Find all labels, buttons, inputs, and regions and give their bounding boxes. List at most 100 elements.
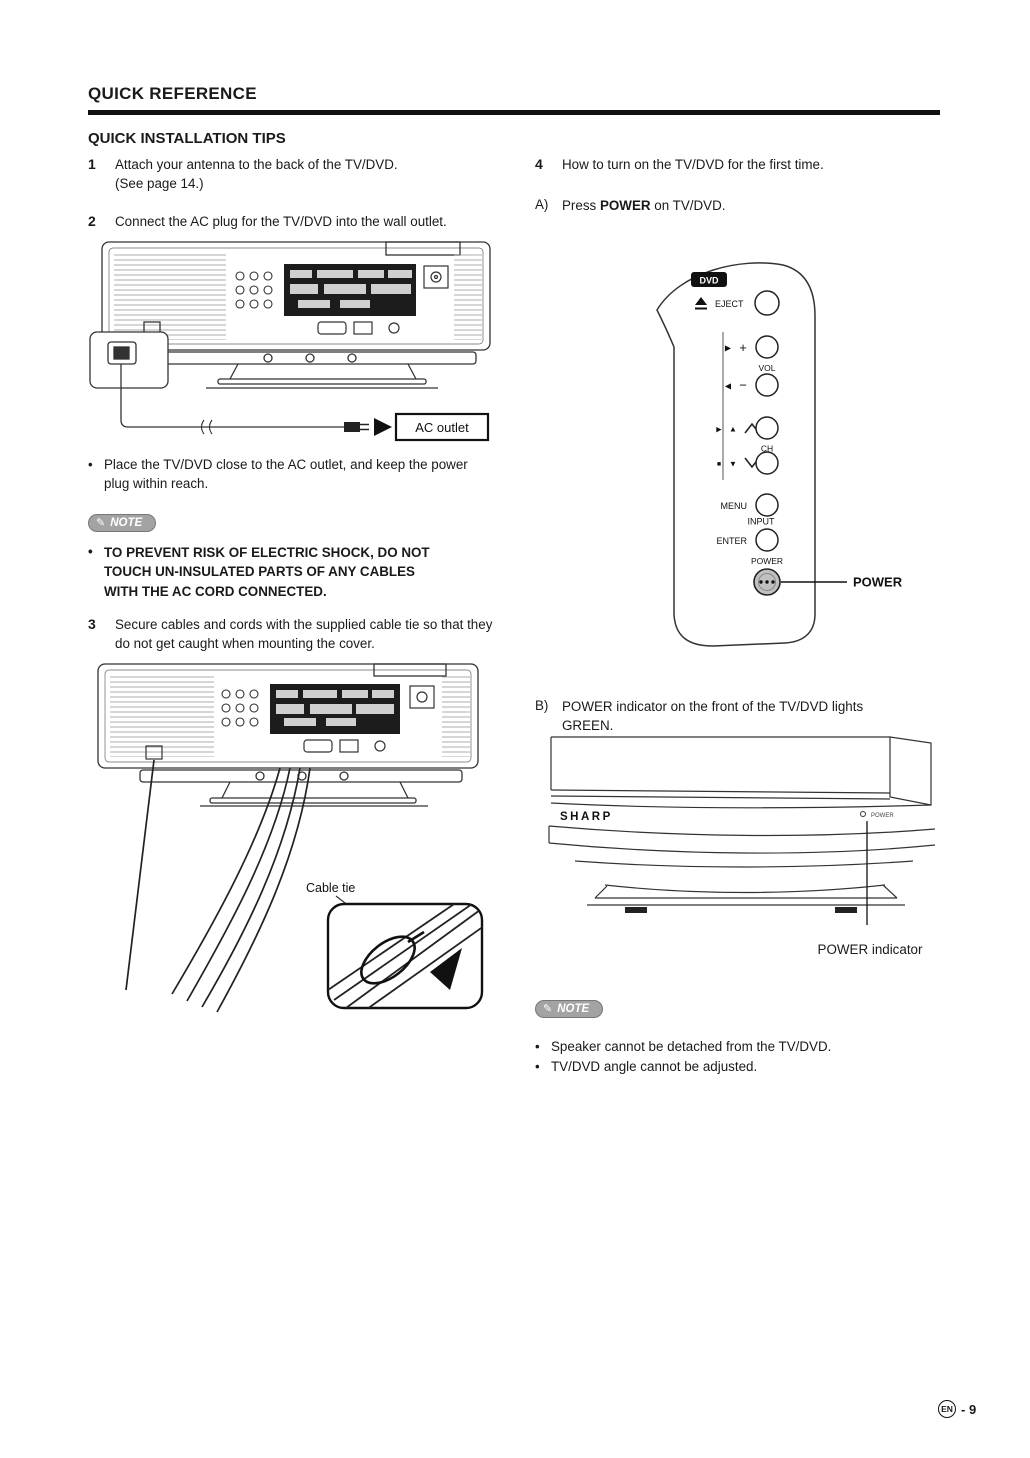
- step-a: A) Press POWER on TV/DVD.: [535, 197, 945, 216]
- cable-tie-loop: [360, 935, 416, 985]
- channel-up-button: [755, 416, 779, 440]
- step-1-number: 1: [88, 156, 96, 172]
- tv-stand: [145, 351, 477, 389]
- channel-down-button: [755, 451, 779, 475]
- step-1-text-2: (See page 14.): [115, 175, 204, 191]
- page-number: - 9: [961, 1401, 977, 1417]
- input-label: INPUT: [748, 517, 776, 527]
- step-a-label: A): [535, 197, 549, 212]
- menu-button: [755, 493, 779, 517]
- step-a-pre: Press: [562, 198, 600, 213]
- step-2-number: 2: [88, 213, 96, 229]
- ac-outlet-label-text: AC outlet: [415, 420, 469, 435]
- place-tv-note: Place the TV/DVD close to the AC outlet,…: [88, 456, 468, 493]
- place-tv-note-text: Place the TV/DVD close to the AC outlet,…: [104, 457, 468, 491]
- note-badge-label: NOTE: [110, 516, 143, 529]
- dvd-badge-text: DVD: [699, 276, 719, 286]
- step-b-label: B): [535, 698, 549, 713]
- bullet-dot: [88, 543, 104, 562]
- bullet-dot: [535, 1058, 551, 1077]
- down-icon: ▼: [729, 460, 737, 469]
- tv-base: [587, 884, 905, 913]
- power-label: POWER: [751, 556, 783, 566]
- note-bullet-speaker: Speaker cannot be detached from the TV/D…: [535, 1038, 955, 1057]
- vent-grille-right: [442, 673, 470, 757]
- sharp-logo: SHARP: [560, 811, 613, 823]
- title-rule: [88, 110, 940, 115]
- step-a-post: on TV/DVD.: [650, 198, 726, 213]
- bullet-dot: [535, 1038, 551, 1057]
- side-control-panel-illustration: DVD EJECT ▶ + VOL ◀ − ▶ ▲ CH ■ ▼: [656, 262, 903, 647]
- note-bullet-angle: TV/DVD angle cannot be adjusted.: [535, 1058, 955, 1077]
- cable-tie-label: Cable tie: [306, 881, 355, 895]
- ch-label: CH: [761, 444, 773, 454]
- bullet-dot: [88, 456, 104, 475]
- menu-enter-controls: MENU INPUT ENTER: [716, 493, 779, 552]
- eject-control: EJECT: [695, 290, 780, 316]
- warning-text: TO PREVENT RISK OF ELECTRIC SHOCK, DO NO…: [104, 545, 430, 599]
- menu-label: MENU: [721, 501, 748, 511]
- section-heading: QUICK INSTALLATION TIPS: [88, 130, 286, 147]
- step-1: 1 Attach your antenna to the back of the…: [88, 156, 508, 193]
- dvd-badge: DVD: [691, 272, 727, 287]
- volume-down-button: [755, 373, 779, 397]
- minus-icon: −: [739, 378, 747, 393]
- tv-front-illustration: SHARP POWER: [548, 736, 936, 925]
- step-b: B) POWER indicator on the front of the T…: [535, 698, 945, 735]
- volume-controls: ▶ + VOL ◀ −: [725, 335, 779, 397]
- volume-up-button: [755, 335, 779, 359]
- tv-cabinet-outline: [101, 241, 491, 351]
- arrow-icon: [374, 418, 392, 436]
- step-a-text: Press POWER on TV/DVD.: [562, 197, 725, 216]
- language-badge: EN: [938, 1400, 956, 1418]
- vent-grille-right: [454, 252, 482, 340]
- arrow-icon: [430, 948, 462, 990]
- ac-inlet: [145, 745, 163, 760]
- panel-outline: [656, 262, 816, 647]
- step-a-power: POWER: [599, 198, 651, 213]
- step-3-number: 3: [88, 616, 96, 632]
- step-3: 3 Secure cables and cords with the suppl…: [88, 616, 508, 653]
- electric-shock-warning: TO PREVENT RISK OF ELECTRIC SHOCK, DO NO…: [88, 543, 434, 601]
- page-title: QUICK REFERENCE: [88, 84, 257, 103]
- step-2: 2 Connect the AC plug for the TV/DVD int…: [88, 213, 518, 232]
- note-bullet-text: TV/DVD angle cannot be adjusted.: [551, 1059, 758, 1074]
- eject-icon: [695, 297, 707, 305]
- note-badge: ✎ NOTE: [535, 1000, 604, 1018]
- channel-controls: ▶ ▲ CH ■ ▼: [716, 416, 779, 475]
- reverse-icon: ◀: [725, 382, 732, 391]
- vol-label: VOL: [758, 363, 775, 373]
- tv-stand: [139, 769, 463, 807]
- ac-inlet-detail: [89, 321, 344, 435]
- step-1-text: Attach your antenna to the back of the T…: [115, 157, 398, 172]
- power-control: POWER POWER: [751, 556, 903, 596]
- note-icon: ✎: [543, 1003, 553, 1015]
- step-b-text: POWER indicator on the front of the TV/D…: [562, 699, 864, 733]
- eject-button: [754, 290, 780, 316]
- connector-panel: [235, 264, 449, 335]
- up-icon: ▲: [729, 425, 737, 434]
- hanging-cables: [125, 759, 311, 1013]
- power-callout-label: POWER: [853, 575, 903, 590]
- step-4-text: How to turn on the TV/DVD for the first …: [562, 157, 824, 172]
- power-indicator: POWER: [860, 811, 894, 819]
- stop-icon: ■: [717, 461, 721, 468]
- ac-plug: [344, 418, 392, 436]
- enter-button: [755, 528, 779, 552]
- plus-icon: +: [739, 340, 747, 355]
- vent-grille-left: [110, 673, 214, 757]
- speaker-band: [548, 825, 936, 868]
- power-indicator-label-small: POWER: [871, 813, 894, 819]
- enter-label: ENTER: [716, 536, 747, 546]
- cable-tie-callout: [326, 895, 484, 1010]
- power-indicator-callout-label: POWER indicator: [817, 942, 923, 957]
- cable-tie-illustration: Cable tie: [97, 663, 484, 1013]
- note-badge: ✎ NOTE: [88, 514, 157, 532]
- connector-panel: [221, 684, 435, 753]
- play-icon: ▶: [716, 427, 722, 434]
- step-4-number: 4: [535, 156, 543, 172]
- step-3-text: Secure cables and cords with the supplie…: [115, 617, 493, 651]
- page-footer: EN - 9: [938, 1400, 976, 1418]
- eject-label: EJECT: [715, 299, 744, 309]
